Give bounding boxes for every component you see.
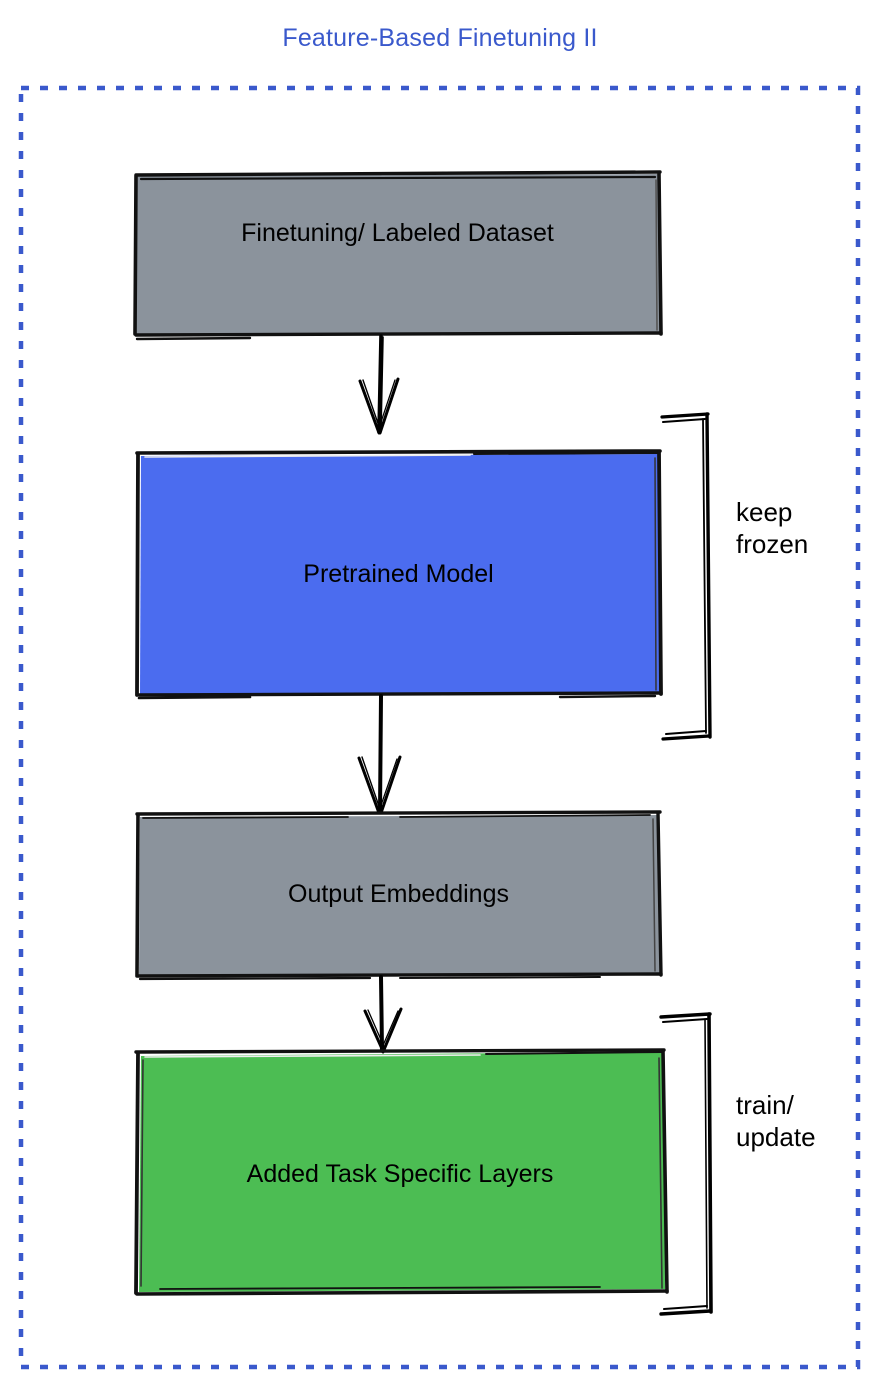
node-pretrained-model[interactable] bbox=[135, 449, 663, 700]
arrow-embeddings-to-task-layers bbox=[363, 975, 403, 1054]
arrow-model-to-embeddings bbox=[357, 694, 402, 815]
bracket-train-update bbox=[659, 1012, 713, 1316]
node-dataset[interactable] bbox=[133, 170, 663, 341]
bracket-keep-frozen bbox=[660, 412, 712, 741]
bracket-label-keep-frozen: keep frozen bbox=[736, 497, 809, 559]
arrow-dataset-to-model bbox=[358, 334, 400, 435]
page-title: Feature-Based Finetuning II bbox=[282, 24, 598, 52]
node-output-embeddings[interactable] bbox=[135, 810, 663, 981]
bracket-label-train-update: train/ update bbox=[736, 1090, 816, 1152]
node-task-layers[interactable] bbox=[134, 1048, 669, 1296]
dashed-container-frame bbox=[18, 85, 861, 1370]
